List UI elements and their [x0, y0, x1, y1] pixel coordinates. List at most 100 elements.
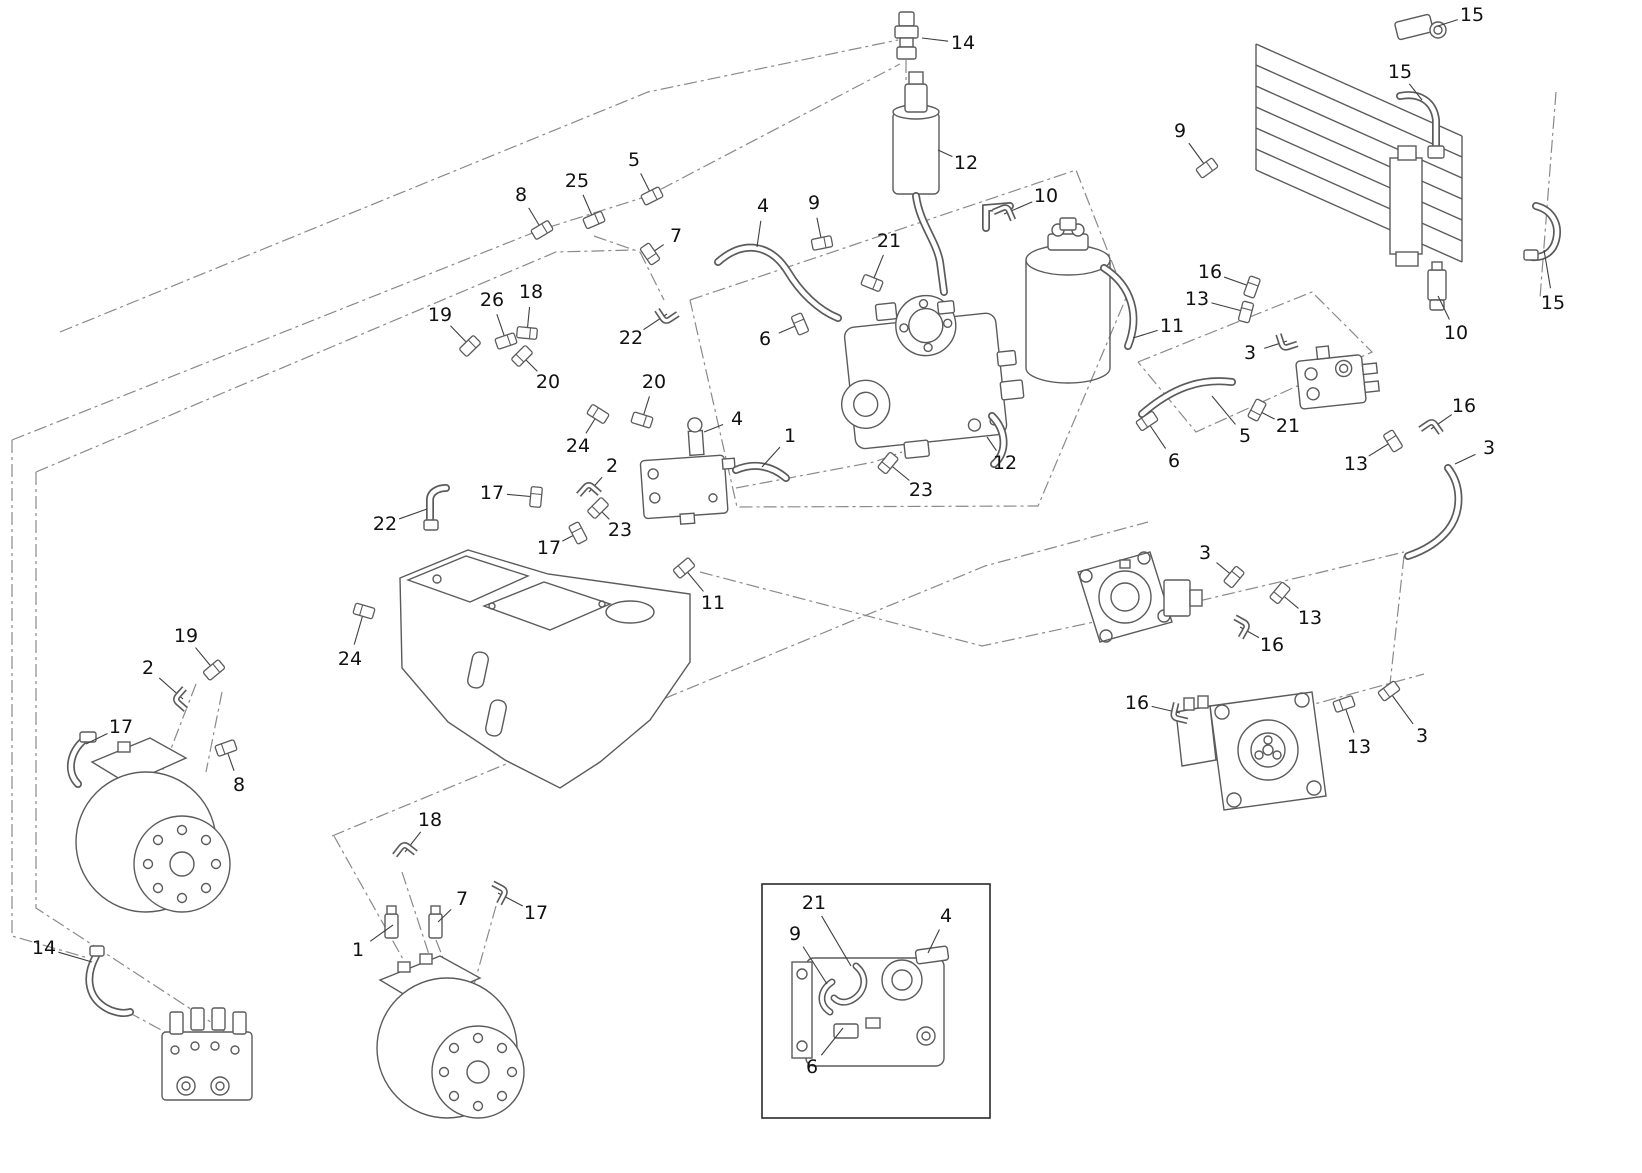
- callout-19: 19: [174, 625, 226, 681]
- callout-label: 4: [940, 905, 952, 927]
- elbow-fitting-icon: [173, 686, 188, 712]
- callout-label: 1: [784, 425, 796, 447]
- fitting-icon: [352, 602, 376, 620]
- callout-1: 1: [761, 425, 796, 468]
- callout-label: 20: [536, 371, 560, 393]
- valve-block: [161, 1007, 253, 1101]
- callout-label: 6: [759, 328, 771, 350]
- right-hoses: [1138, 377, 1463, 560]
- callout-label: 17: [480, 482, 504, 504]
- callout-label: 23: [909, 479, 933, 501]
- callout-13: 13: [1269, 581, 1322, 629]
- callout-9: 9: [789, 923, 828, 985]
- fitting-icon: [790, 312, 810, 336]
- manifold-hose-1: [732, 461, 790, 482]
- callout-6: 6: [1135, 410, 1180, 472]
- callout-label: 8: [515, 184, 527, 206]
- phantom-line: [11, 63, 901, 441]
- callout-18: 18: [392, 809, 442, 858]
- callout-label: 18: [418, 809, 442, 831]
- phantom-line: [1137, 291, 1374, 433]
- callout-label: 9: [1174, 120, 1186, 142]
- callout-label: 15: [1388, 61, 1412, 83]
- leader-line: [1454, 453, 1476, 465]
- phantom-line: [333, 835, 409, 969]
- callout-3: 3: [1244, 333, 1299, 364]
- callout-23: 23: [587, 497, 632, 541]
- phantom-line: [699, 571, 1151, 647]
- callout-15: 15: [1541, 249, 1565, 314]
- callout-16: 16: [1233, 614, 1284, 656]
- callout-label: 17: [524, 902, 548, 924]
- fitting-icon: [1383, 429, 1403, 453]
- callout-label: 6: [1168, 450, 1180, 472]
- pump-return-hose: [988, 412, 1008, 468]
- callout-label: 12: [993, 452, 1017, 474]
- callout-6: 6: [759, 312, 810, 350]
- callout-label: 7: [456, 888, 468, 910]
- elbow-fitting-icon: [1233, 614, 1250, 640]
- callout-20: 20: [511, 345, 560, 393]
- leader-line: [58, 951, 93, 963]
- phantom-line: [35, 472, 227, 1033]
- callout-label: 9: [789, 923, 801, 945]
- fitting-icon: [494, 332, 518, 350]
- hydraulic-tank: [399, 484, 691, 789]
- callout-14: 14: [32, 937, 93, 963]
- callout-label: 16: [1452, 395, 1476, 417]
- callout-label: 3: [1483, 437, 1495, 459]
- elbow-fitting-icon: [992, 204, 1017, 222]
- callout-label: 3: [1244, 342, 1256, 364]
- callout-label: 3: [1199, 542, 1211, 564]
- elbow-fitting-icon: [576, 482, 602, 497]
- callout-16: 16: [1418, 395, 1476, 435]
- fitting-icon: [459, 335, 481, 357]
- callout-label: 7: [670, 225, 682, 247]
- leader-line: [921, 37, 949, 42]
- callout-label: 21: [1276, 415, 1300, 437]
- callout-6: 6: [806, 1027, 844, 1078]
- callout-21: 21: [802, 892, 852, 967]
- fitting-icon: [568, 521, 588, 545]
- leader-line: [756, 220, 762, 248]
- callout-label: 9: [808, 192, 820, 214]
- leader-line: [927, 929, 940, 954]
- phantom-line: [205, 691, 223, 773]
- fitting-icon: [639, 242, 661, 266]
- callout-label: 5: [628, 149, 640, 171]
- callout-label: 2: [142, 657, 154, 679]
- bottom-wheel-motor: [376, 953, 525, 1119]
- callout-label: 4: [757, 195, 769, 217]
- callout-label: 21: [802, 892, 826, 914]
- elbow-fitting-icon: [1170, 702, 1189, 725]
- callout-label: 16: [1125, 692, 1149, 714]
- callout-label: 17: [537, 537, 561, 559]
- left-wheel-motor: [75, 737, 231, 913]
- callout-21: 21: [1247, 398, 1300, 437]
- fitting-icon: [1377, 680, 1401, 702]
- callout-7: 7: [437, 888, 468, 923]
- leader-line: [1211, 395, 1236, 425]
- callout-label: 22: [373, 513, 397, 535]
- leader-line: [937, 149, 953, 158]
- bottom-left-hose-14: [85, 945, 134, 1018]
- top-fitting: [894, 11, 919, 60]
- callout-label: 6: [806, 1056, 818, 1078]
- callout-3: 3: [1454, 437, 1495, 465]
- callout-label: 2: [606, 455, 618, 477]
- callout-10: 10: [992, 185, 1058, 222]
- callout-label: 23: [608, 519, 632, 541]
- callout-label: 25: [565, 170, 589, 192]
- bottom-right-motor: [1175, 691, 1327, 811]
- callout-13: 13: [1185, 288, 1255, 324]
- callout-16: 16: [1198, 261, 1261, 299]
- callout-24: 24: [338, 602, 376, 670]
- callout-label: 21: [877, 230, 901, 252]
- phantom-line: [593, 235, 641, 253]
- oil-filter: [1025, 217, 1138, 384]
- leader-line: [85, 733, 108, 745]
- callout-label: 14: [951, 32, 975, 54]
